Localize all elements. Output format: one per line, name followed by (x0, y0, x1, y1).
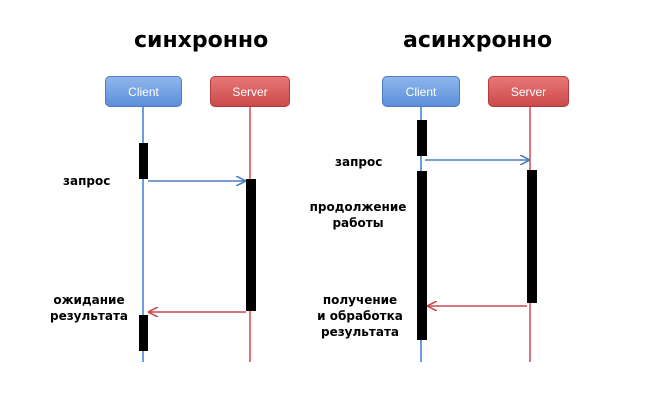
sync-wait-label: ожидание результата (43, 292, 135, 324)
async-server-activation (527, 170, 537, 303)
sync-client-activation-2 (139, 315, 148, 351)
sync-server-activation (246, 179, 256, 311)
sync-client-label: Client (128, 84, 159, 99)
sync-client-box: Client (105, 76, 182, 107)
sync-title: синхронно (134, 28, 269, 53)
sync-client-activation-1 (139, 143, 148, 179)
async-receive-line-1: получение (322, 293, 398, 307)
async-request-label: запрос (335, 155, 383, 169)
async-client-activation-2 (417, 171, 427, 340)
async-continue-line-2: работы (332, 216, 384, 230)
sync-server-label: Server (232, 84, 268, 99)
async-server-label: Server (510, 84, 547, 99)
async-receive-line-2: и обработка (317, 309, 403, 323)
sync-wait-line-1: ожидание (53, 293, 125, 307)
async-continue-line-1: продолжение (309, 200, 407, 214)
sync-request-label: запрос (63, 174, 111, 188)
sync-server-box: Server (210, 76, 290, 107)
async-client-box: Client (382, 76, 460, 107)
async-server-box: Server (488, 76, 569, 107)
async-title: асинхронно (403, 28, 553, 53)
async-client-label: Client (405, 84, 437, 99)
async-receive-label: получение и обработка результата (308, 292, 412, 340)
async-client-activation-1 (417, 120, 427, 156)
async-continue-label: продолжение работы (306, 199, 410, 231)
async-receive-line-3: результата (320, 325, 399, 339)
sync-wait-line-2: результата (49, 309, 128, 323)
